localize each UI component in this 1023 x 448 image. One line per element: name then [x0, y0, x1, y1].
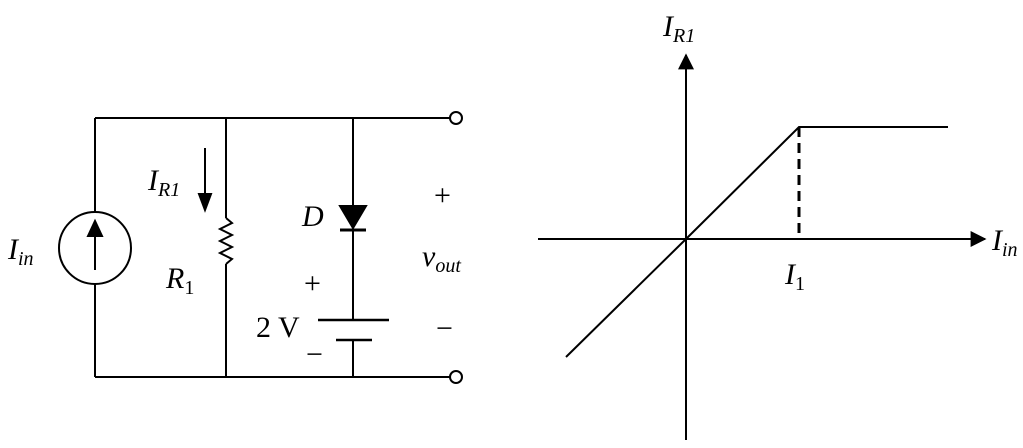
battery-plus-sign: + — [304, 267, 321, 300]
resistor-icon — [217, 217, 235, 265]
current-arrowhead — [197, 193, 213, 213]
current-source-icon — [58, 211, 132, 285]
breakpoint-label: I1 — [784, 258, 805, 295]
characteristic-curve — [565, 126, 948, 358]
vout-minus-sign: − — [436, 312, 453, 345]
current-source-arrowhead — [86, 218, 104, 237]
vout-label: vout — [422, 240, 461, 277]
output-terminal-top — [449, 111, 463, 125]
battery-label: 2 V — [256, 311, 300, 344]
source-label: Iin — [7, 233, 34, 270]
diode-label: D — [301, 200, 324, 233]
transfer-graph — [538, 53, 987, 440]
battery-minus-sign: − — [306, 338, 323, 371]
diode-icon — [338, 205, 368, 230]
vout-plus-sign: + — [434, 179, 451, 212]
y-axis-label: IR1 — [662, 10, 695, 47]
current-label: IR1 — [147, 164, 180, 201]
circuit — [58, 111, 463, 384]
output-terminal-bottom — [449, 370, 463, 384]
resistor-label: R1 — [165, 262, 194, 299]
x-axis-label: Iin — [991, 224, 1018, 261]
